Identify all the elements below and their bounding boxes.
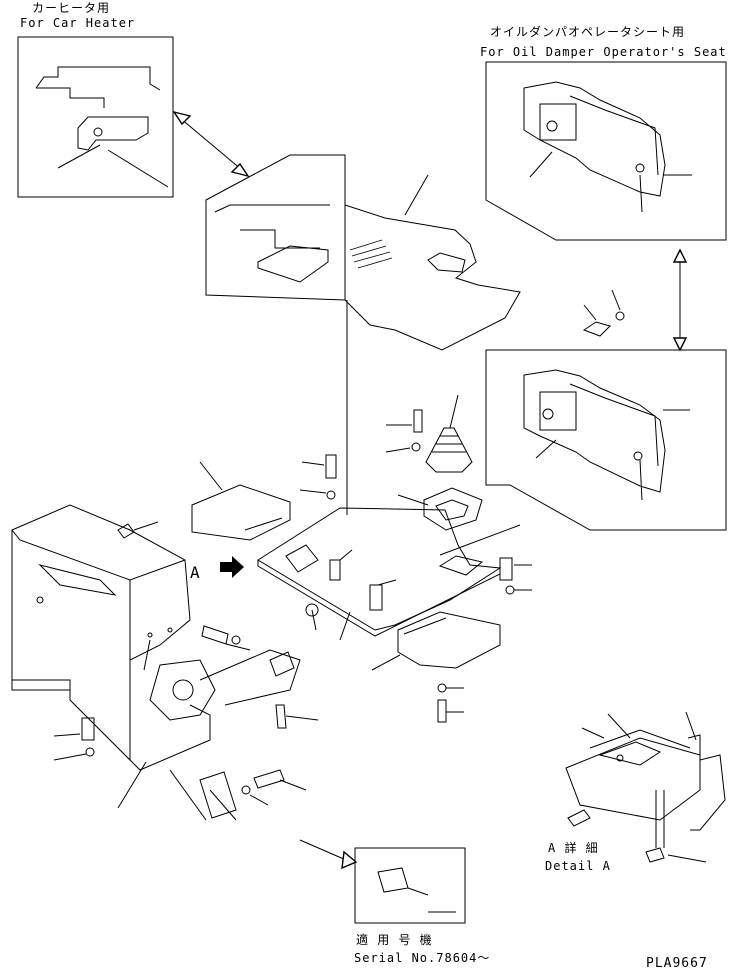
- oil-damper-label-en: For Oil Damper Operator's Seat: [480, 45, 727, 59]
- oil-damper-inset-top: オイルダンパオペレータシート用 For Oil Damper Operator'…: [480, 24, 727, 241]
- detail-label-jp: A 詳 細: [548, 840, 599, 855]
- detail-label-en: Detail A: [545, 859, 611, 873]
- drawing-code: PLA9667: [646, 956, 708, 971]
- floor-plate: [257, 507, 502, 641]
- car-heater-box: [17, 36, 174, 198]
- car-heater-label-en: For Car Heater: [20, 16, 135, 30]
- serial-label-jp: 適 用 号 機: [356, 932, 433, 947]
- detail-a: A 詳 細 Detail A: [545, 711, 726, 873]
- console-frame: [11, 504, 301, 771]
- oil-damper-inset-bottom: [439, 349, 727, 556]
- console-fasteners: [53, 625, 319, 821]
- view-marker-label: A: [190, 563, 201, 582]
- car-heater-inset: カーヒータ用 For Car Heater: [17, 1, 174, 198]
- view-marker-a: A: [190, 556, 244, 582]
- oil-damper-label-jp: オイルダンパオペレータシート用: [490, 24, 685, 39]
- seat-link-arrow: [672, 248, 688, 352]
- gear-boot: [385, 394, 483, 531]
- floor-mat-assembly: [205, 154, 521, 515]
- right-cover-plate: [371, 557, 532, 723]
- car-heater-label-jp: カーヒータ用: [32, 1, 110, 15]
- serial-inset: 適 用 号 機 Serial No.78604～: [299, 839, 490, 965]
- seat-bolt-group: [582, 289, 625, 337]
- serial-box: [354, 847, 466, 924]
- left-cover-plate: [191, 454, 337, 541]
- link-arrow-heater: [172, 110, 250, 178]
- serial-label-en: Serial No.78604～: [354, 951, 490, 965]
